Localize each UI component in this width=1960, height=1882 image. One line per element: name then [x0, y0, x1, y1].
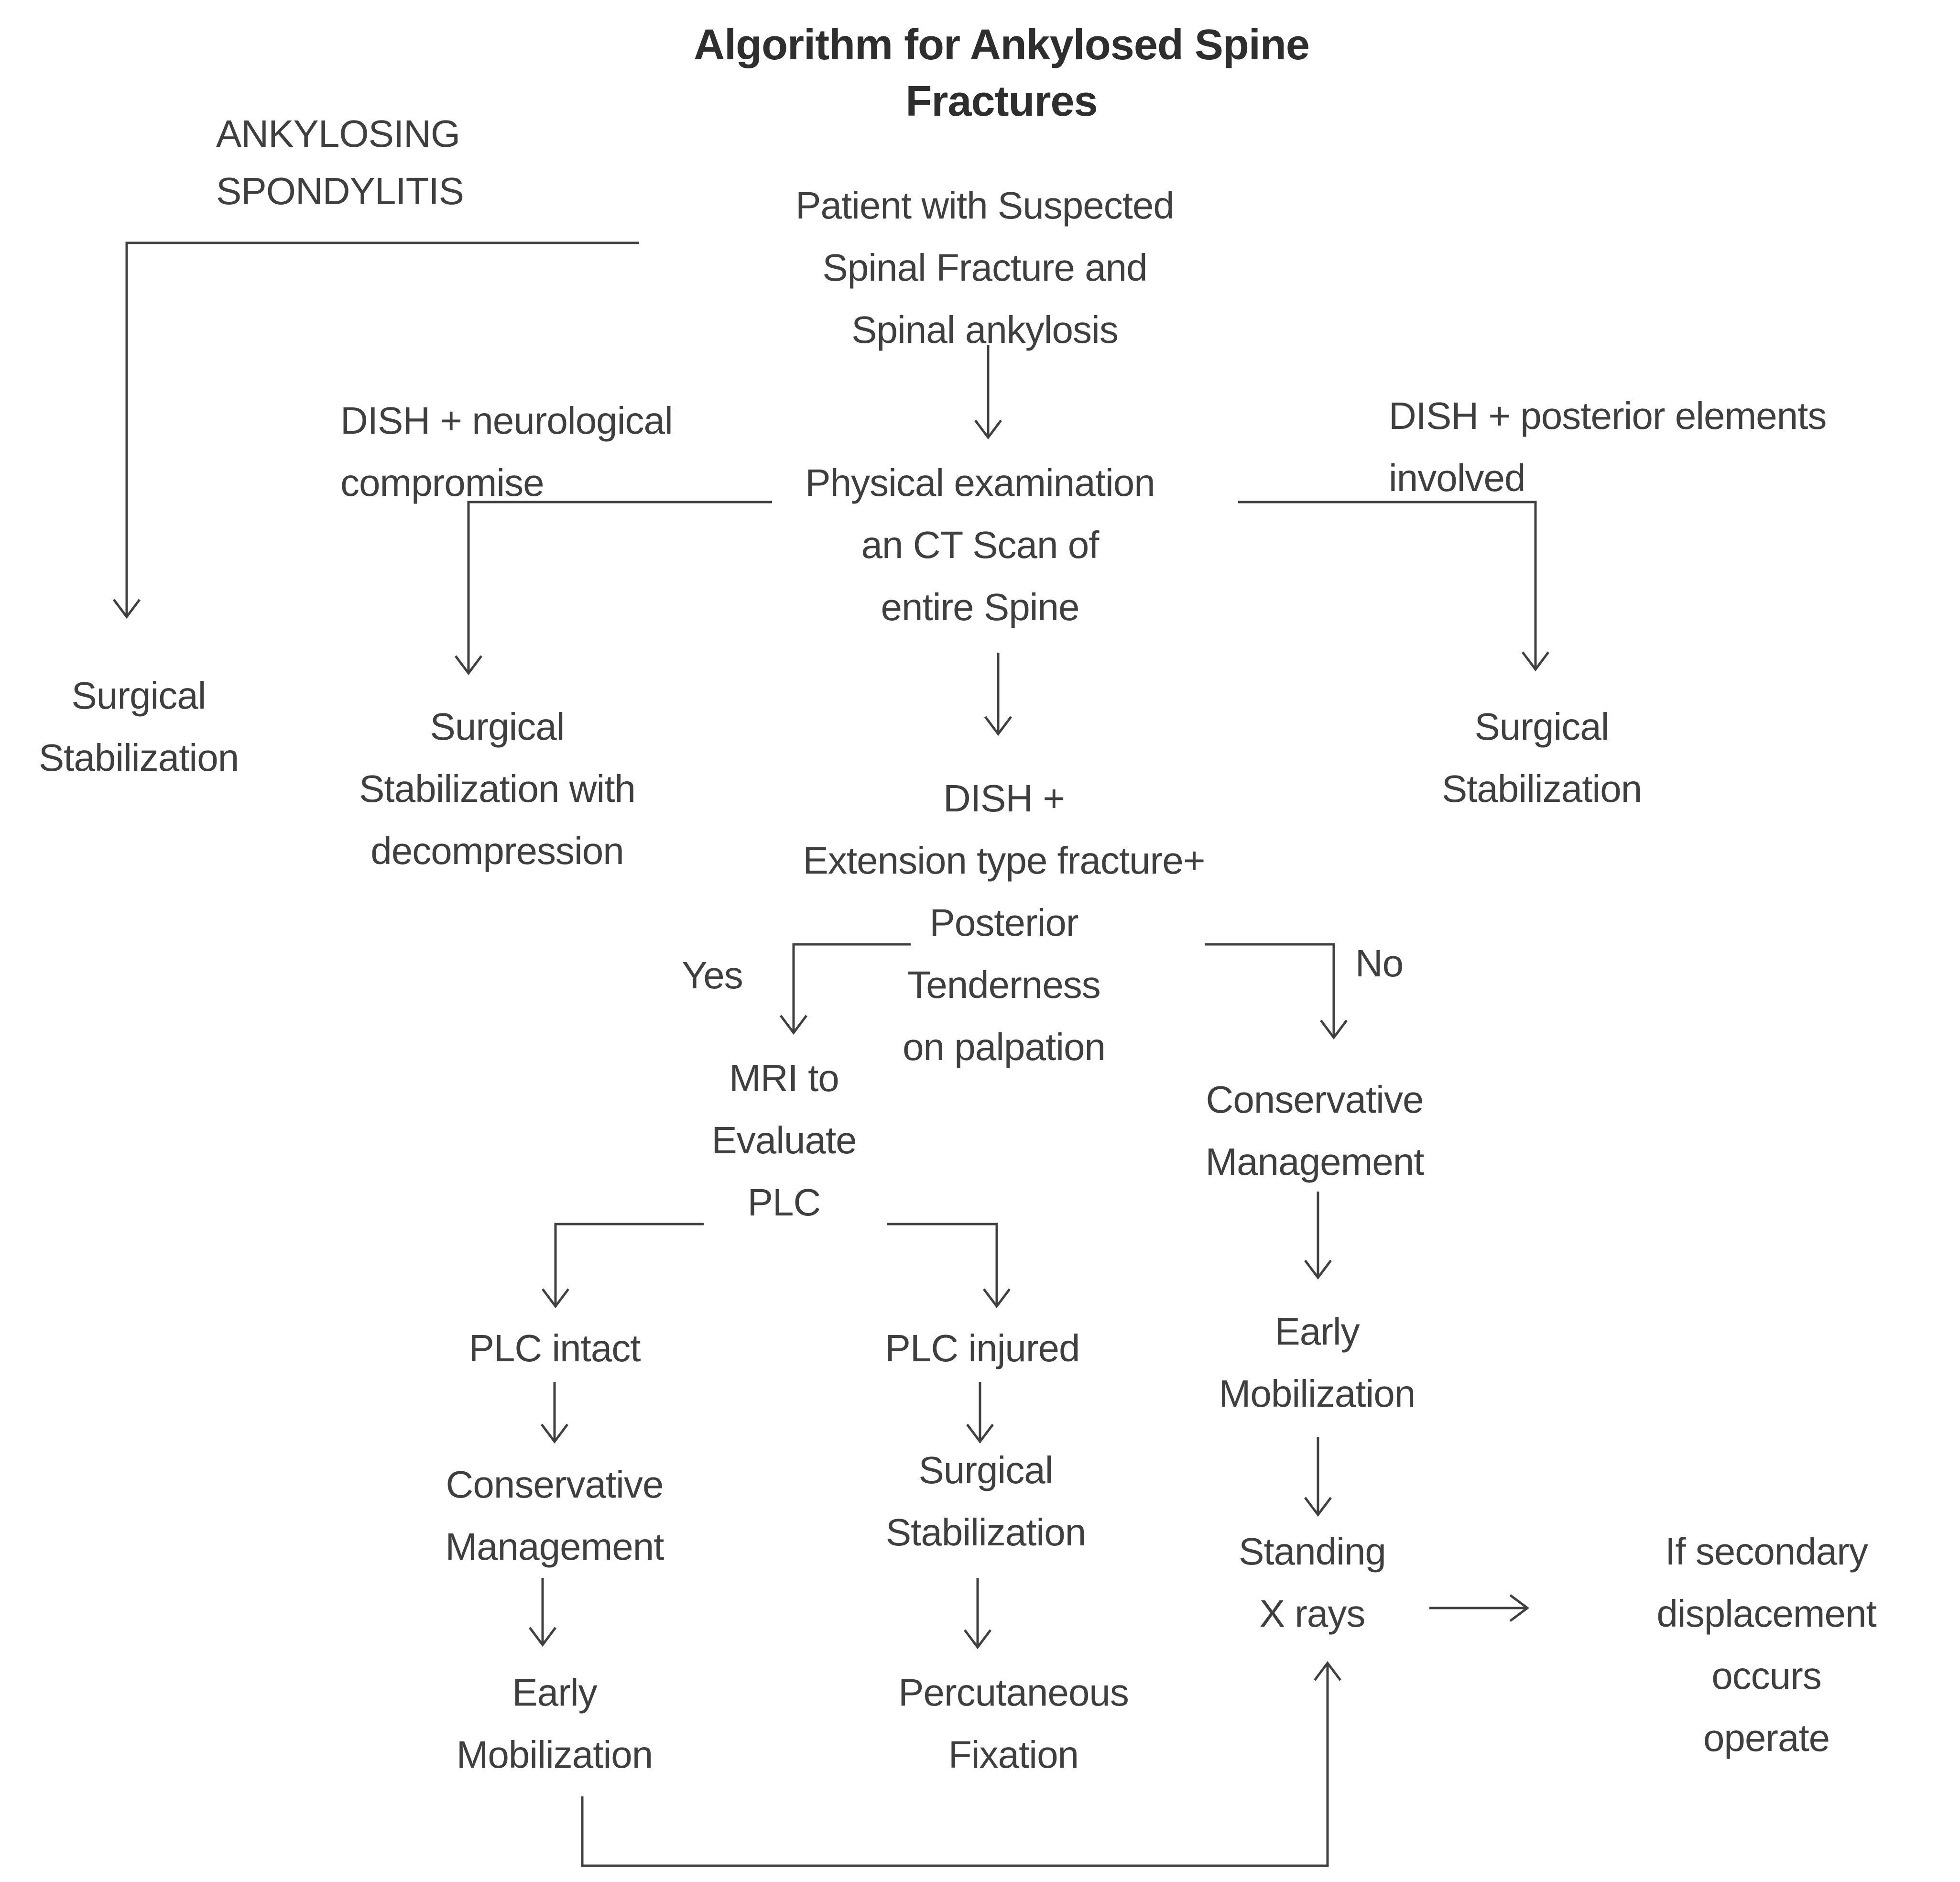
node-conservative-management-left: Conservative Management — [445, 1463, 664, 1568]
node-ankylosing-spondylitis: ANKYLOSING SPONDYLITIS — [216, 112, 464, 212]
node-surgical-stabilization-left: Surgical Stabilization — [38, 674, 239, 779]
node-conservative-management-right: Conservative Management — [1205, 1078, 1425, 1183]
node-standing-xrays: Standing X rays — [1239, 1530, 1386, 1635]
node-plc-injured: PLC injured — [885, 1327, 1080, 1369]
node-early-mobilization-left: Early Mobilization — [456, 1671, 653, 1776]
arrow-exam-to-surgical-right — [1238, 501, 1549, 672]
arrow-early-left-to-standing-bottom — [581, 1661, 1341, 1867]
node-dish-posterior-elements: DISH + posterior elements involved — [1389, 394, 1827, 499]
node-early-mobilization-right: Early Mobilization — [1219, 1310, 1416, 1415]
node-percutaneous-fixation: Percutaneous Fixation — [898, 1671, 1129, 1776]
arrow-yes-branch — [780, 943, 911, 1035]
arrow-no-branch — [1205, 943, 1348, 1040]
node-dish-extension-tenderness: DISH + Extension type fracture+ Posterio… — [803, 777, 1206, 1068]
arrow-mri-to-plc-intact — [542, 1223, 704, 1309]
node-physical-exam-ct-scan: Physical examination an CT Scan of entir… — [805, 461, 1155, 628]
node-if-secondary-displacement: If secondary displacement occurs operate — [1656, 1530, 1876, 1759]
node-surgical-stabilization-right: Surgical Stabilization — [1441, 705, 1642, 810]
node-surgical-stabilization-decompression: Surgical Stabilization with decompressio… — [359, 705, 636, 872]
arrow-mri-to-plc-injured — [887, 1223, 1011, 1309]
edge-label-yes: Yes — [682, 954, 743, 996]
arrow-ankylosing-to-surgical-left — [113, 241, 639, 619]
node-surgical-stabilization-center: Surgical Stabilization — [885, 1449, 1086, 1554]
node-mri-evaluate-plc: MRI to Evaluate PLC — [711, 1057, 857, 1224]
node-plc-intact: PLC intact — [468, 1327, 641, 1369]
node-dish-neurological-compromise: DISH + neurological compromise — [340, 399, 673, 504]
node-patient-suspected-fracture: Patient with Suspected Spinal Fracture a… — [795, 184, 1175, 351]
arrow-exam-to-surgical-decompression — [455, 501, 772, 676]
diagram-title: Algorithm for Ankylosed Spine Fractures — [694, 21, 1310, 125]
edge-label-no: No — [1355, 942, 1404, 985]
